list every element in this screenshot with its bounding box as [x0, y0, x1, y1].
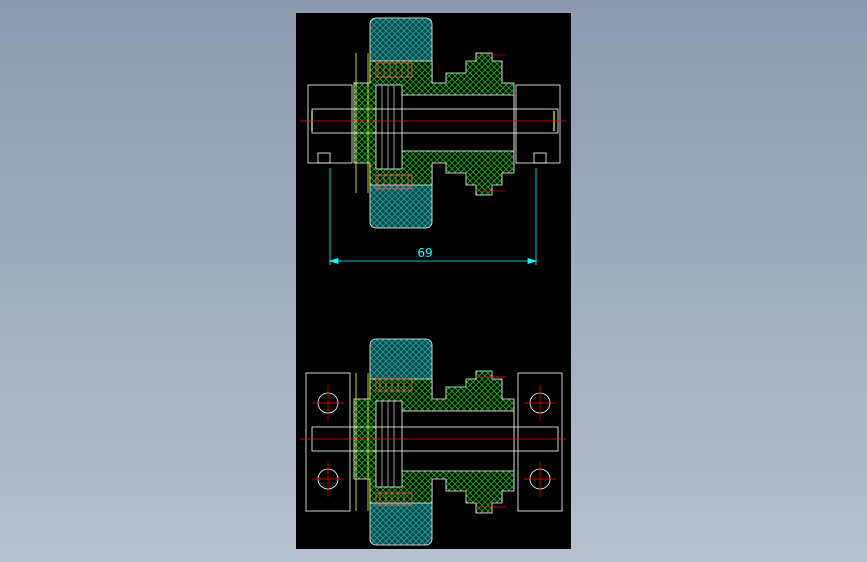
dimension-69	[328, 168, 538, 265]
dimension-label: 69	[417, 246, 432, 260]
clutch-plates-top	[375, 84, 403, 170]
spring-bottom	[375, 378, 413, 506]
cad-viewport[interactable]: 69	[296, 13, 571, 549]
left-bearing-block-top	[307, 84, 353, 164]
shaft-bore-top	[395, 94, 515, 152]
external-view	[300, 338, 566, 546]
cad-drawing: 69	[300, 17, 566, 546]
section-view	[300, 17, 566, 229]
clutch-plates-bottom	[375, 400, 403, 488]
spring-top	[375, 62, 413, 190]
